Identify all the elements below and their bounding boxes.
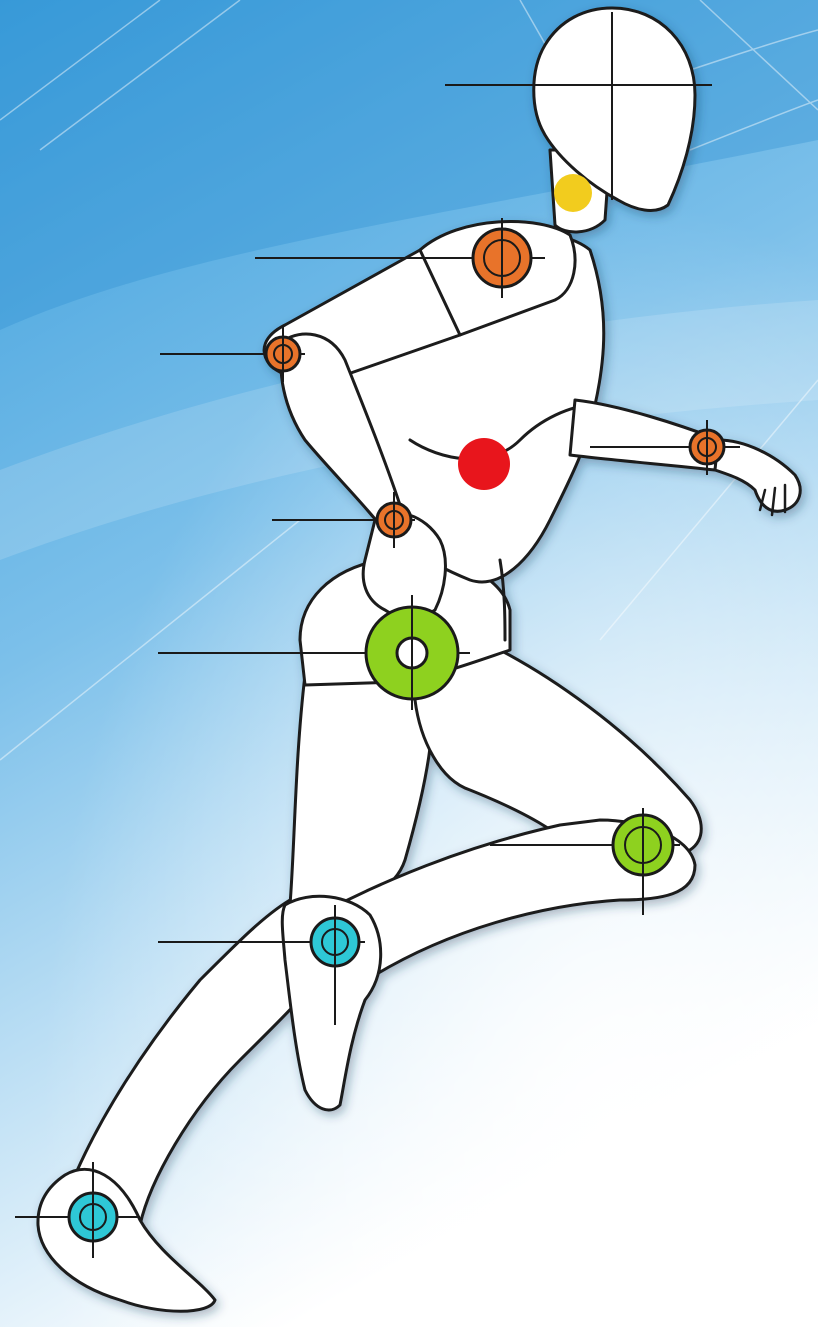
neck-joint-marker (554, 174, 592, 212)
torso-center-marker (458, 438, 510, 490)
